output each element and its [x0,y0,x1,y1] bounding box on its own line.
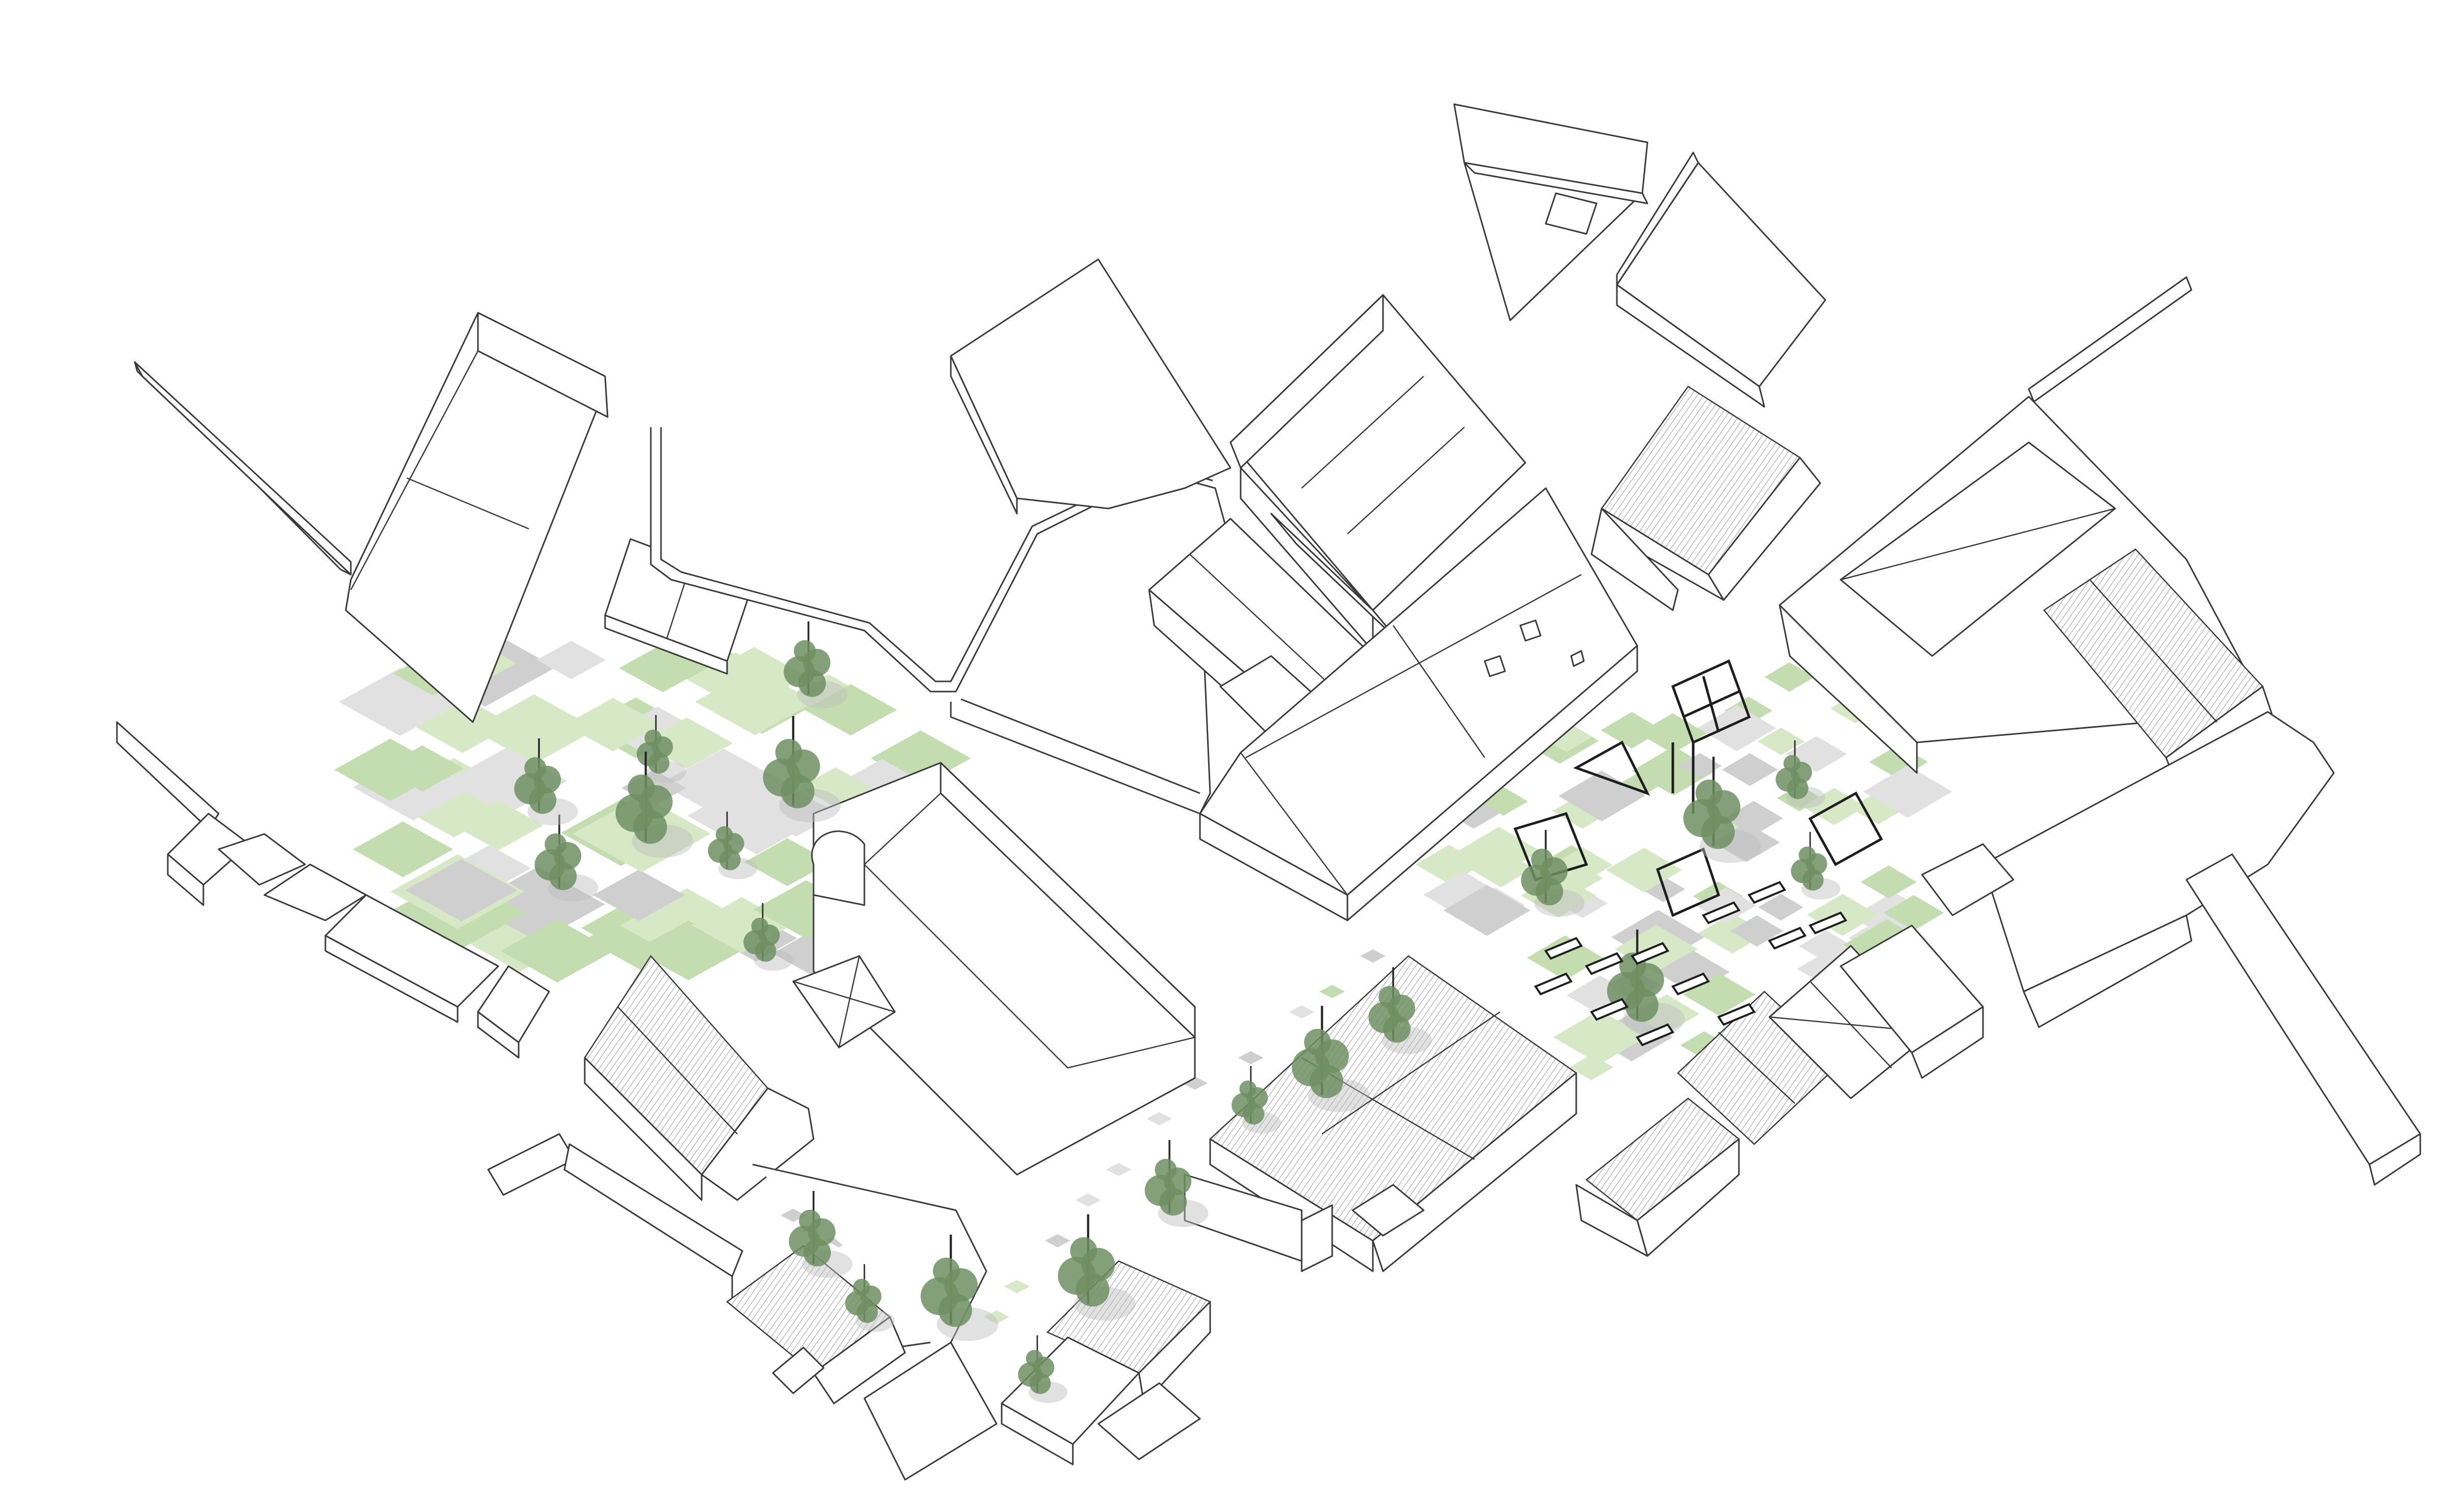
paving-tile [1860,865,1917,899]
bench [1701,901,1741,924]
paving-tile [1319,985,1345,998]
paving-tile [1527,935,1603,980]
bench [1635,1023,1675,1046]
building-group-northeast [1453,103,1826,611]
paving-tile [1075,1193,1101,1207]
paving-tile [1238,1051,1264,1064]
building-church-centre [792,762,1196,1176]
paving-tile [1004,1280,1030,1293]
paving-tile [744,838,831,886]
building-large-east [1779,276,2421,1186]
building-group-west-strip [116,721,550,1059]
tree-icon [1790,831,1841,901]
building-group-north-centre [1148,294,1526,759]
paving-tile [405,859,518,922]
paving-tile [1757,727,1805,756]
paving-tile [695,668,815,735]
paving-tile [1680,1031,1728,1060]
paving-tile [1697,705,1777,752]
paving-tile [1444,885,1530,936]
paving-tile [593,870,685,921]
paving-tile [1553,1010,1646,1065]
paving-tile [1869,744,1928,780]
bench [1589,998,1629,1021]
paving-tile [564,698,661,752]
bench [1630,942,1670,965]
paving-tile [1552,793,1613,829]
bench [1808,911,1848,935]
bench [1584,952,1624,975]
building-group-northwest [134,258,1231,815]
bench [1544,937,1583,960]
building-group-south-middle [1001,955,1578,1466]
paving-tile [1678,753,1722,779]
paving-tile [1606,848,1682,892]
paving-tile [619,644,707,693]
paving-tile [1289,1005,1314,1019]
benches-layer [1534,881,1848,1046]
paving-tile [1758,893,1804,921]
paving-tile [1764,662,1815,692]
paving-tile [1147,1112,1172,1125]
bench [1767,926,1807,950]
paving-tile [1360,949,1386,963]
paving-tile [1462,830,1525,868]
paving-tile [1724,801,1783,836]
paving-tile [380,745,464,792]
pergola-structures [1513,659,1883,917]
paving-tile [536,641,606,679]
paving-tile [1566,975,1634,1015]
paving-tile [1722,753,1778,786]
paving-tile [1601,712,1663,749]
paving-tile [1106,1163,1131,1176]
building-group-southeast [1575,843,2015,1257]
paving-tile [453,800,544,851]
paving-tile [1883,895,1944,931]
paving-tile [1863,765,1952,818]
paving-tile [1638,713,1707,754]
paving-tile [500,919,614,982]
paving-tile [1730,915,1784,947]
paving-tile [471,694,597,764]
paving-tile [1619,771,1663,797]
bench [1671,972,1710,996]
paving-tile [352,821,454,878]
bench [1534,972,1573,996]
paving-tile [446,747,567,815]
building-large-roof-north [1199,487,1638,921]
bench [1717,1003,1756,1026]
bench [1747,881,1787,904]
paving-tile [1558,770,1645,822]
paving-tile [1045,1234,1070,1247]
